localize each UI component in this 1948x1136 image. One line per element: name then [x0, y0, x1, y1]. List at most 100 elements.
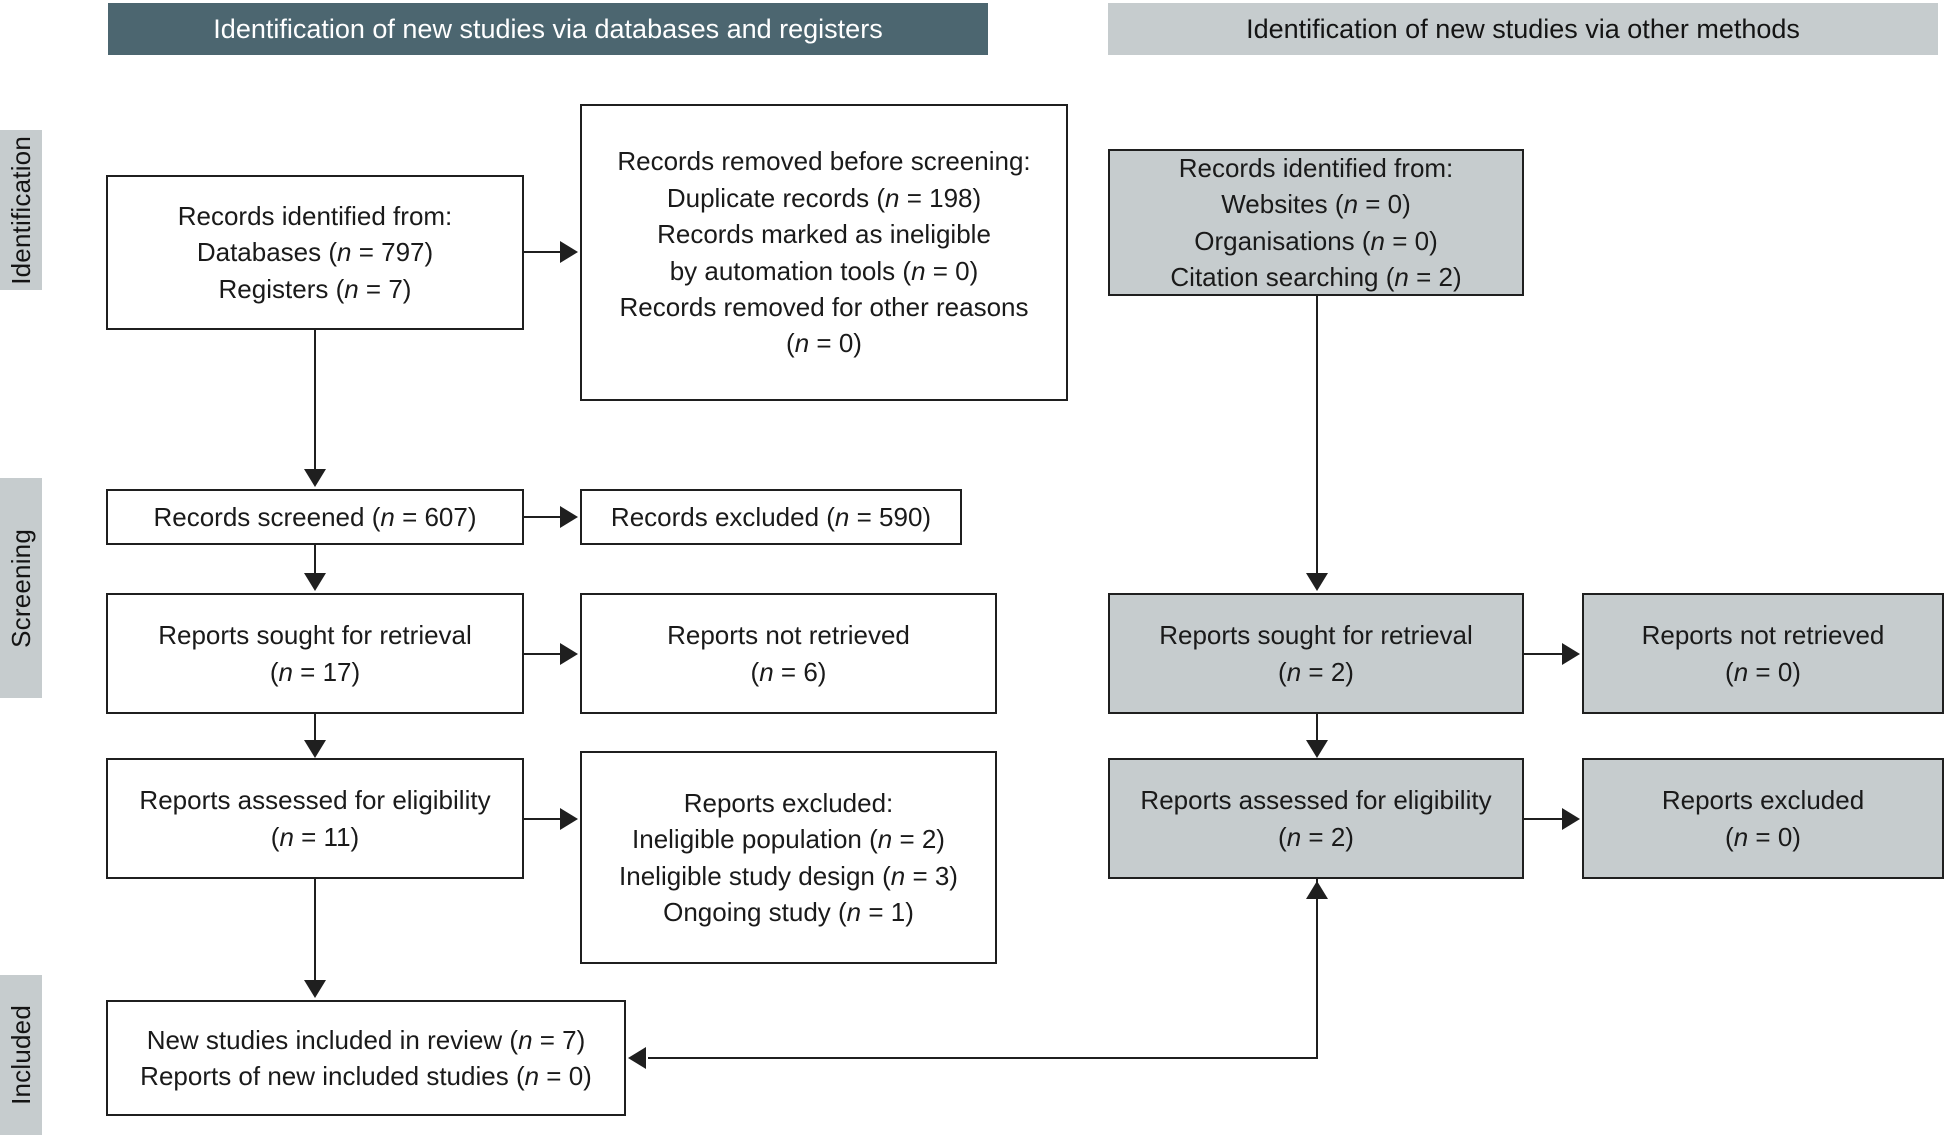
italic-n: n	[834, 501, 850, 532]
italic-n: n	[524, 1061, 540, 1091]
node-line: (n = 2)	[1278, 656, 1354, 687]
arrowhead-screened-to-reports-sought	[304, 573, 326, 591]
italic-n: n	[890, 860, 906, 891]
node-line: Reports sought for retrieval	[1159, 620, 1473, 651]
node-reports-not-retrieved-other[interactable]: Reports not retrieved (n = 0)	[1582, 593, 1944, 714]
italic-n: n	[278, 656, 293, 687]
arrowhead-identified-to-screened	[304, 469, 326, 487]
arrowhead-other-assessed-to-included	[628, 1047, 646, 1069]
arrowhead-identified-to-removed	[560, 241, 578, 263]
node-line: Reports sought for retrieval	[158, 620, 472, 651]
italic-n: n	[1733, 656, 1749, 687]
edge-other-assessed-to-included-horizontal	[648, 1057, 1318, 1059]
node-new-studies-included[interactable]: New studies included in review (n = 7) Re…	[106, 1000, 626, 1116]
node-reports-excluded-detail[interactable]: Reports excluded: Ineligible population (…	[580, 751, 997, 964]
node-records-removed-before-screening[interactable]: Records removed before screening: Duplica…	[580, 104, 1068, 401]
italic-n: n	[279, 821, 294, 852]
italic-n: n	[759, 656, 774, 687]
italic-n: n	[1286, 821, 1302, 852]
italic-n: n	[1394, 261, 1409, 292]
node-line: Records identified from:	[1178, 152, 1454, 183]
phase-rail-included: Included	[0, 975, 42, 1135]
italic-n: n	[1343, 189, 1359, 220]
node-records-identified-other-methods[interactable]: Records identified from: Websites (n = 0)…	[1108, 149, 1524, 296]
node-line: (n = 0)	[1725, 656, 1801, 687]
node-line: Duplicate records (n = 198)	[666, 182, 982, 213]
node-line: Citation searching (n = 2)	[1170, 261, 1462, 292]
edge-other-assessed-to-included-vertical	[1316, 879, 1318, 1059]
node-line: Records excluded (n = 590)	[610, 501, 932, 532]
node-records-identified-databases[interactable]: Records identified from: Databases (n = 7…	[106, 175, 524, 330]
edge-sought-to-not-retrieved	[524, 653, 562, 655]
arrowhead-assessed-to-excluded-detail	[560, 808, 578, 830]
italic-n: n	[846, 896, 862, 927]
node-line: Websites (n = 0)	[1221, 189, 1411, 220]
edge-identified-to-removed	[524, 251, 562, 253]
phase-label-screening: Screening	[5, 528, 36, 648]
italic-n: n	[794, 328, 810, 359]
node-reports-excluded-other[interactable]: Reports excluded(n = 0)	[1582, 758, 1944, 879]
section-header-other-methods: Identification of new studies via other …	[1108, 3, 1938, 55]
edge-sought-to-assessed	[314, 714, 316, 744]
arrowhead-other-identified-to-sought	[1306, 573, 1328, 591]
section-header-right-label: Identification of new studies via other …	[1246, 13, 1800, 44]
node-reports-sought-for-retrieval-other[interactable]: Reports sought for retrieval (n = 2)	[1108, 593, 1524, 714]
node-line: Reports not retrieved	[1641, 620, 1885, 651]
edge-screened-to-excluded	[524, 516, 562, 518]
italic-n: n	[1286, 656, 1302, 687]
italic-n: n	[877, 824, 893, 855]
italic-n: n	[885, 182, 900, 213]
arrowhead-assessed-to-included	[304, 980, 326, 998]
node-line: Ineligible study design (n = 3)	[619, 860, 958, 891]
edge-other-identified-to-sought	[1316, 296, 1318, 575]
section-header-databases-registers: Identification of new studies via databa…	[108, 3, 988, 55]
arrowhead-screened-to-excluded	[560, 506, 578, 528]
node-line: Registers (n = 7)	[218, 273, 412, 304]
arrowhead-other-assessed-to-excluded	[1562, 808, 1580, 830]
node-line: Reports assessed for eligibility	[1140, 785, 1492, 816]
node-line: Databases (n = 797)	[196, 237, 434, 268]
italic-n: n	[518, 1024, 533, 1055]
node-line: (n = 0)	[786, 328, 862, 359]
node-line: Records screened (n = 607)	[153, 501, 477, 532]
node-line: Organisations (n = 0)	[1194, 225, 1438, 256]
node-records-excluded[interactable]: Records excluded (n = 590)	[580, 489, 962, 545]
phase-label-identification: Identification	[5, 135, 36, 285]
node-line: Ineligible population (n = 2)	[632, 824, 945, 855]
node-line: (n = 6)	[750, 656, 827, 687]
node-line: Reports assessed for eligibility	[139, 785, 491, 816]
node-line: (n = 0)	[1725, 821, 1801, 852]
phase-label-included: Included	[5, 1005, 36, 1105]
edge-other-sought-to-assessed	[1316, 714, 1318, 744]
arrowhead-sought-to-not-retrieved	[560, 643, 578, 665]
italic-n: n	[380, 501, 395, 532]
edge-other-sought-to-not-retrieved	[1524, 653, 1564, 655]
node-reports-sought-for-retrieval[interactable]: Reports sought for retrieval (n = 17)	[106, 593, 524, 714]
node-line: (n = 17)	[269, 656, 361, 687]
node-line: Reports excluded:	[683, 787, 894, 818]
node-reports-assessed-for-eligibility-other[interactable]: Reports assessed for eligibility(n = 2)	[1108, 758, 1524, 879]
node-line: Reports not retrieved	[667, 620, 910, 651]
node-reports-not-retrieved[interactable]: Reports not retrieved (n = 6)	[580, 593, 997, 714]
italic-n: n	[337, 237, 352, 268]
section-header-left-label: Identification of new studies via databa…	[213, 13, 883, 44]
italic-n: n	[344, 273, 359, 304]
arrowhead-sought-to-assessed	[304, 740, 326, 758]
node-line: Records removed for other reasons	[619, 291, 1029, 322]
node-line: (n = 11)	[270, 821, 360, 852]
node-line: Ongoing study (n = 1)	[663, 896, 914, 927]
arrowhead-other-sought-to-assessed	[1306, 740, 1328, 758]
italic-n: n	[1733, 821, 1749, 852]
node-line: Reports of new included studies (n = 0)	[140, 1061, 592, 1091]
edge-assessed-to-excluded-detail	[524, 818, 562, 820]
italic-n: n	[911, 255, 926, 286]
node-reports-assessed-for-eligibility[interactable]: Reports assessed for eligibility (n = 11)	[106, 758, 524, 879]
node-records-screened[interactable]: Records screened (n = 607)	[106, 489, 524, 545]
node-line: New studies included in review (n = 7)	[146, 1024, 586, 1055]
node-line: Records identified from:	[177, 200, 453, 231]
arrowhead-included-feedback-up	[1306, 881, 1328, 899]
phase-rail-identification: Identification	[0, 130, 42, 290]
edge-other-assessed-to-excluded	[1524, 818, 1564, 820]
node-line: Records removed before screening:	[617, 146, 1031, 177]
arrowhead-other-sought-to-not-retrieved	[1562, 643, 1580, 665]
